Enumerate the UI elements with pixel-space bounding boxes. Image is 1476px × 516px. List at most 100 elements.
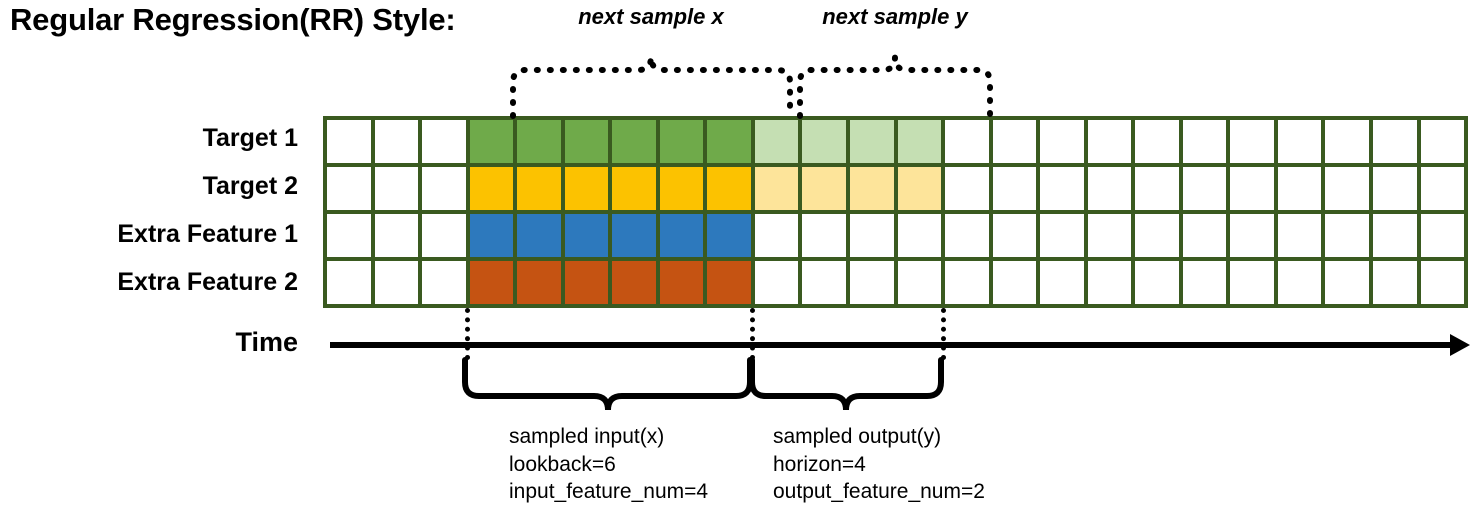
grid-cell-input <box>564 167 609 210</box>
grid-cell-input <box>469 261 514 304</box>
grid-cell-output <box>754 167 799 210</box>
grid-cell-input <box>707 120 751 163</box>
grid-cell-blank <box>1230 214 1274 257</box>
grid-cell-blank <box>897 261 942 304</box>
grid-row-1 <box>327 120 1465 163</box>
guide-line-input-start <box>465 308 470 360</box>
grid-cell-blank <box>1087 167 1132 210</box>
grid-cell-blank <box>992 261 1037 304</box>
grid-cell-input <box>707 214 751 257</box>
grid-cell-blank <box>1277 167 1322 210</box>
grid-cell-blank <box>1040 167 1084 210</box>
grid-cell-output <box>850 120 894 163</box>
grid-cell-blank <box>1373 120 1417 163</box>
time-axis-label: Time <box>235 327 298 357</box>
grid-cell-input <box>469 214 514 257</box>
grid-cell-blank <box>992 120 1037 163</box>
grid-cell-blank <box>1277 261 1322 304</box>
grid-cell-blank <box>1373 214 1417 257</box>
grid-cell-blank <box>1277 120 1322 163</box>
grid-cell-blank <box>1277 214 1322 257</box>
row-label-target-1: Target 1 <box>202 124 298 152</box>
row-label-extra-feature-2: Extra Feature 2 <box>117 268 298 296</box>
grid-cell-blank <box>1087 214 1132 257</box>
grid-cell-blank <box>1420 214 1465 257</box>
grid-cell-blank <box>992 214 1037 257</box>
page-title: Regular Regression(RR) Style: <box>10 2 456 37</box>
right-arrow-icon <box>1450 334 1470 356</box>
guide-line-output-end <box>941 308 946 360</box>
grid-cell-blank <box>1325 167 1370 210</box>
grid-cell-input <box>659 261 704 304</box>
grid-cell-input <box>659 120 704 163</box>
grid-row-4 <box>327 261 1465 304</box>
grid-row-3 <box>327 214 1465 257</box>
grid-cell-blank <box>945 167 989 210</box>
grid-cell-output <box>802 167 847 210</box>
bottom-annotation-output-featnum: output_feature_num=2 <box>773 480 985 504</box>
grid-cell-blank <box>850 214 894 257</box>
grid-cell-input <box>517 167 561 210</box>
bottom-annotation-output-horizon: horizon=4 <box>773 452 866 476</box>
grid-cell-input <box>707 261 751 304</box>
grid-cell-blank <box>422 214 466 257</box>
time-axis-line <box>330 342 1458 348</box>
bottom-annotation-input-featnum: input_feature_num=4 <box>509 480 709 504</box>
grid-cell-output <box>754 120 799 163</box>
grid-cell-blank <box>1135 214 1179 257</box>
grid-cell-input <box>517 261 561 304</box>
grid-cell-blank <box>1373 261 1417 304</box>
grid-cell-blank <box>1325 261 1370 304</box>
grid-cell-blank <box>1135 120 1179 163</box>
grid-cell-input <box>659 214 704 257</box>
grid-cell-input <box>469 167 514 210</box>
grid-cell-blank <box>1230 120 1274 163</box>
row-label-target-2: Target 2 <box>202 172 298 200</box>
grid-cell-input <box>517 120 561 163</box>
grid-cell-blank <box>1230 167 1274 210</box>
grid-cell-blank <box>327 120 371 163</box>
grid-row-2 <box>327 167 1465 210</box>
row-label-extra-feature-1: Extra Feature 1 <box>117 220 298 248</box>
grid-cell-blank <box>945 214 989 257</box>
grid-cell-blank <box>1373 167 1417 210</box>
grid-cell-blank <box>754 214 799 257</box>
grid-cell-blank <box>374 261 419 304</box>
grid-cell-blank <box>422 167 466 210</box>
grid-cell-input <box>469 120 514 163</box>
grid-cell-blank <box>802 261 847 304</box>
grid-cell-blank <box>1135 167 1179 210</box>
grid-cell-input <box>612 167 656 210</box>
grid-cell-blank <box>327 167 371 210</box>
grid-cell-blank <box>1230 261 1274 304</box>
bottom-annotation-input-lookback: lookback=6 <box>509 452 616 476</box>
grid-cell-blank <box>374 167 419 210</box>
grid-cell-blank <box>802 214 847 257</box>
bottom-annotation-output: sampled output(y) horizon=4 output_featu… <box>773 423 985 506</box>
grid-cell-output <box>897 120 942 163</box>
grid-cell-blank <box>1182 214 1227 257</box>
bottom-annotation-output-title: sampled output(y) <box>773 425 942 448</box>
grid-cell-blank <box>945 120 989 163</box>
grid-cell-blank <box>1040 120 1084 163</box>
grid-cell-blank <box>327 214 371 257</box>
grid-cell-blank <box>850 261 894 304</box>
grid-cell-input <box>612 120 656 163</box>
grid-cell-blank <box>1420 261 1465 304</box>
grid-cell-blank <box>422 261 466 304</box>
grid-cell-blank <box>1087 120 1132 163</box>
grid-cell-input <box>517 214 561 257</box>
grid-cell-blank <box>1040 261 1084 304</box>
bottom-annotation-input: sampled input(x) lookback=6 input_featur… <box>509 423 708 506</box>
bottom-annotation-input-title: sampled input(x) <box>509 425 665 448</box>
grid-cell-blank <box>754 261 799 304</box>
guide-line-input-end <box>750 308 755 360</box>
grid-cell-input <box>564 261 609 304</box>
grid-cell-output <box>897 167 942 210</box>
grid-cell-blank <box>897 214 942 257</box>
grid-cell-blank <box>327 261 371 304</box>
bottom-brace-output <box>749 357 944 411</box>
grid-cell-input <box>659 167 704 210</box>
grid-cell-input <box>564 120 609 163</box>
